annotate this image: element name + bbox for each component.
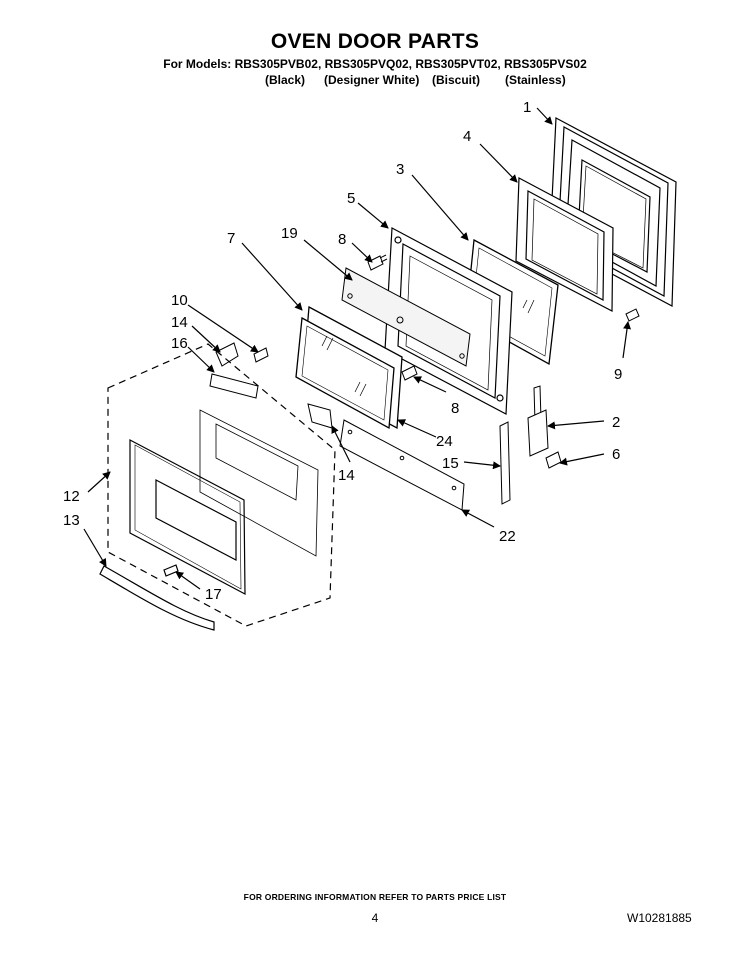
callout-1: 1 <box>523 99 531 116</box>
part-hinge <box>499 385 562 505</box>
page-number: 4 <box>371 911 379 925</box>
callout-8-top: 8 <box>338 231 346 248</box>
callout-12: 12 <box>63 488 80 505</box>
ordering-note: FOR ORDERING INFORMATION REFER TO PARTS … <box>243 892 507 902</box>
part-door-handle <box>99 565 215 631</box>
callout-24: 24 <box>436 433 453 450</box>
finish-biscuit: (Biscuit) <box>432 73 480 87</box>
page-title: OVEN DOOR PARTS <box>270 30 480 53</box>
finish-designer-white: (Designer White) <box>324 73 420 87</box>
model-list: For Models: RBS305PVB02, RBS305PVQ02, RB… <box>163 57 587 71</box>
callout-19: 19 <box>281 225 298 242</box>
callout-15: 15 <box>442 455 459 472</box>
part-glass-pack <box>295 305 403 430</box>
callout-14-lower: 14 <box>338 467 355 484</box>
callout-17: 17 <box>205 586 222 603</box>
callout-7: 7 <box>227 230 235 247</box>
callout-3: 3 <box>396 161 404 178</box>
callout-9: 9 <box>614 366 622 383</box>
callout-4: 4 <box>463 128 471 145</box>
document-number: W10281885 <box>627 911 692 925</box>
callout-5: 5 <box>347 190 355 207</box>
callout-2: 2 <box>612 414 620 431</box>
callout-13: 13 <box>63 512 80 529</box>
part-heat-shield <box>341 267 471 367</box>
finish-stainless: (Stainless) <box>505 73 566 87</box>
leader-lines <box>83 107 631 590</box>
part-outer-door-assembly <box>107 343 336 627</box>
callout-labels: 1 4 3 5 19 7 8 10 14 16 8 24 9 2 6 15 14… <box>63 99 622 603</box>
callout-6: 6 <box>612 446 620 463</box>
callout-10: 10 <box>171 292 188 309</box>
part-door-frame <box>515 177 614 312</box>
callout-14-top: 14 <box>171 314 188 331</box>
callout-22: 22 <box>499 528 516 545</box>
finish-black: (Black) <box>265 73 306 87</box>
part-screws <box>253 254 640 381</box>
callout-8-mid: 8 <box>451 400 459 417</box>
callout-16: 16 <box>171 335 188 352</box>
